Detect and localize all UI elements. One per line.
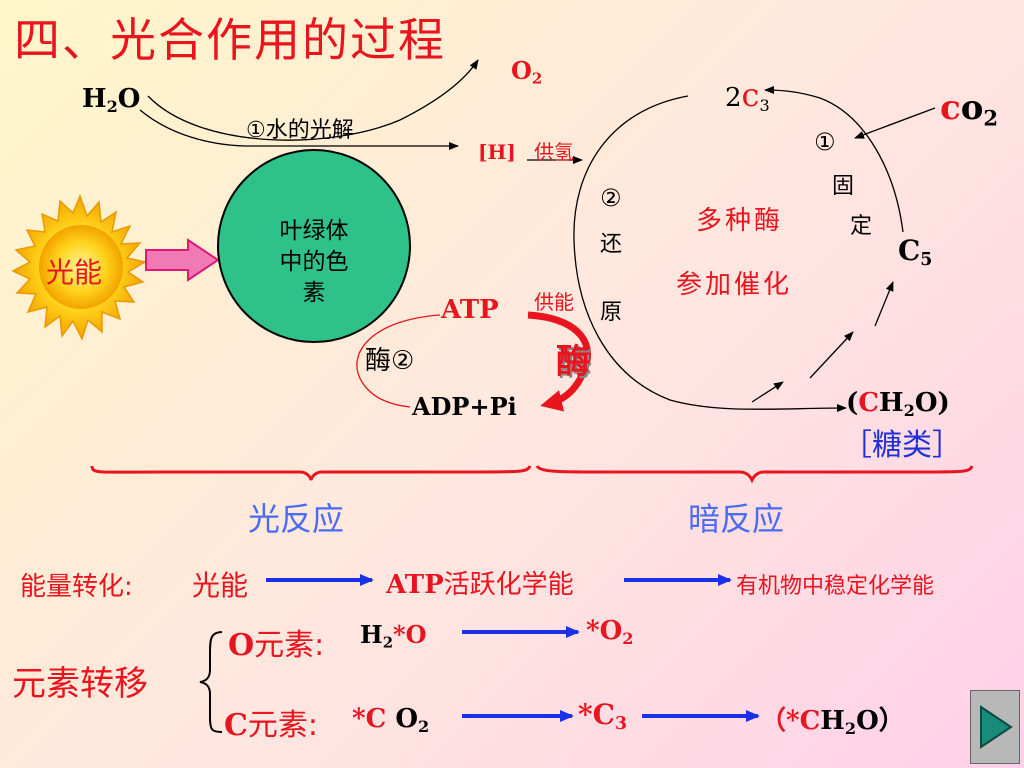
calvin-cycle-right [764, 86, 904, 233]
oxygen-source-label: H2*O [360, 620, 427, 652]
co2-fix-arrow [854, 107, 936, 139]
atp-cycle-arc [356, 314, 441, 408]
energy-atp-label: ATP活跃化学能 [386, 570, 574, 600]
c3-label: 2c3 [725, 76, 770, 115]
regen-arrow-1 [751, 381, 784, 403]
supply-hydrogen-label: 供氢 [534, 140, 574, 164]
photolysis-label: ①水的光解 [246, 118, 354, 143]
water-label: H2O [82, 84, 141, 116]
oxygen-element-label: O元素: [228, 628, 325, 663]
atp-label: ATP [441, 295, 499, 325]
light-input-arrow [145, 238, 220, 282]
page-title: 四、光合作用的过程 [14, 13, 446, 67]
chloroplast-line-3: 素 [302, 280, 326, 306]
reduce-step-number: ② [600, 184, 622, 212]
dark-reaction-label: 暗反应 [688, 500, 785, 538]
enzymes-label-2: 参加催化 [676, 270, 793, 300]
dark-phase-brace [535, 465, 974, 484]
carbon-mid-label: *C3 [578, 698, 628, 735]
ch2o-label: (CH2O) [846, 388, 950, 420]
atp-to-adp-arrow [527, 311, 591, 412]
fix-char-2: 定 [850, 214, 873, 239]
chloroplast-circle [217, 149, 411, 343]
water-to-h-arrow [139, 109, 459, 150]
carbon-product-label: （*CH2O） [760, 706, 905, 738]
chloroplast-line-2: 中的色 [279, 249, 349, 275]
energy-stable-label: 有机物中稳定化学能 [736, 574, 935, 599]
next-slide-button[interactable] [970, 690, 1020, 764]
carbon-element-label: C元素: [224, 708, 318, 743]
element-brace [199, 631, 223, 733]
light-reaction-label: 光反应 [248, 500, 345, 538]
hydrogen-label: [H] [478, 140, 516, 164]
c5-label: C5 [898, 234, 933, 271]
reduce-char-2: 原 [600, 300, 623, 325]
calvin-cycle-main [573, 95, 847, 413]
enzymes-label-1: 多种酶 [696, 206, 784, 236]
co2-label: co2 [940, 88, 999, 131]
enzyme-big-label: 酶 [556, 342, 590, 382]
chloroplast-label: 叶绿体 中的色 素 [268, 216, 360, 309]
water-to-oxygen-arrow [147, 59, 479, 141]
chloroplast-line-1: 叶绿体 [279, 218, 349, 244]
adp-pi-label: ADP+Pi [412, 392, 517, 421]
energy-conversion-label: 能量转化: [20, 572, 133, 602]
sun-light-label: 光能 [46, 256, 103, 289]
fix-step-number: ① [814, 128, 836, 156]
energy-light-label: 光能 [192, 569, 249, 602]
carbon-source-label: *C O2 [352, 704, 430, 736]
regen-arrow-3 [874, 281, 894, 327]
reduce-char-1: 还 [600, 232, 623, 257]
supply-energy-label: 供能 [534, 290, 574, 314]
light-phase-brace [90, 465, 532, 481]
oxygen-product-label: *O2 [586, 616, 634, 648]
play-icon [980, 705, 1013, 749]
sugar-label: ［糖类］ [842, 428, 962, 463]
element-transfer-label: 元素转移 [12, 664, 148, 704]
sun-icon [11, 193, 148, 341]
regen-arrow-2 [809, 331, 854, 379]
enzyme-2-label: 酶② [365, 346, 415, 376]
fix-char-1: 固 [832, 174, 855, 199]
oxygen-label: O2 [511, 56, 543, 88]
